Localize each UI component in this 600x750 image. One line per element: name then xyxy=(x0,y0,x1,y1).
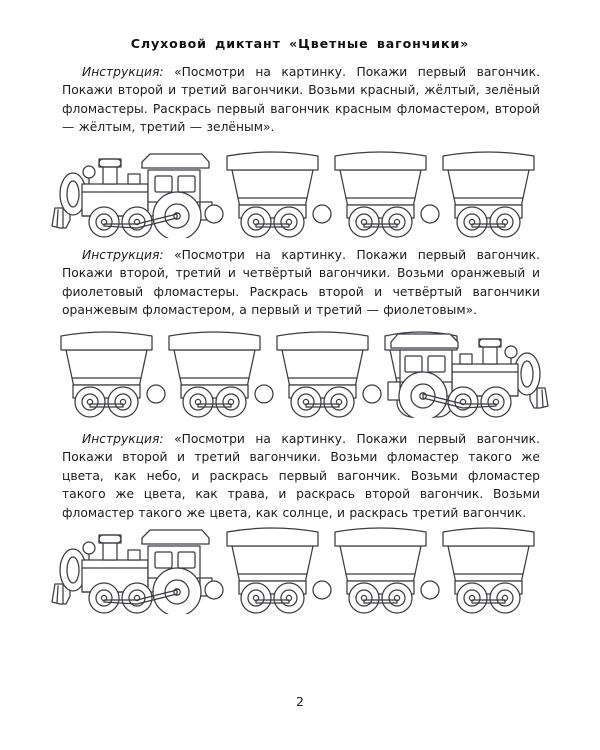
page-title: Слуховой диктант «Цветные вагончики» xyxy=(130,36,470,51)
wagon-3-2 xyxy=(334,527,440,614)
train-illustration-2 xyxy=(0,318,600,418)
instruction-label-2: Инструкция: xyxy=(82,248,164,262)
locomotive-3 xyxy=(51,529,224,614)
wagon-1-1 xyxy=(226,151,332,238)
instruction-paragraph-3: Инструкция: «Посмотри на картинку. Покаж… xyxy=(62,430,540,522)
instruction-text-2: «Посмотри на картинку. Покажи первый ваг… xyxy=(62,248,540,318)
instruction-label-3: Инструкция: xyxy=(82,432,164,446)
instruction-paragraph-2: Инструкция: «Посмотри на картинку. Покаж… xyxy=(62,246,540,320)
wagon-2-2 xyxy=(168,331,274,418)
instruction-text-1: «Посмотри на картинку. Покажи первый ваг… xyxy=(62,65,540,135)
wagon-2-3 xyxy=(276,331,382,418)
instruction-paragraph-1: Инструкция: «Посмотри на картинку. Покаж… xyxy=(62,63,540,137)
page-number: 2 xyxy=(296,694,304,709)
train-illustration-3 xyxy=(0,516,600,614)
wagon-1-2 xyxy=(334,151,440,238)
instruction-label-1: Инструкция: xyxy=(82,65,164,79)
train-illustration-1 xyxy=(0,140,600,238)
instruction-text-3: «Посмотри на картинку. Покажи первый ваг… xyxy=(62,432,540,520)
locomotive-2 xyxy=(387,333,549,418)
locomotive-1 xyxy=(51,153,224,238)
wagon-2-1 xyxy=(60,331,166,418)
wagon-1-3 xyxy=(442,151,535,238)
wagon-3-1 xyxy=(226,527,332,614)
wagon-3-3 xyxy=(442,527,535,614)
